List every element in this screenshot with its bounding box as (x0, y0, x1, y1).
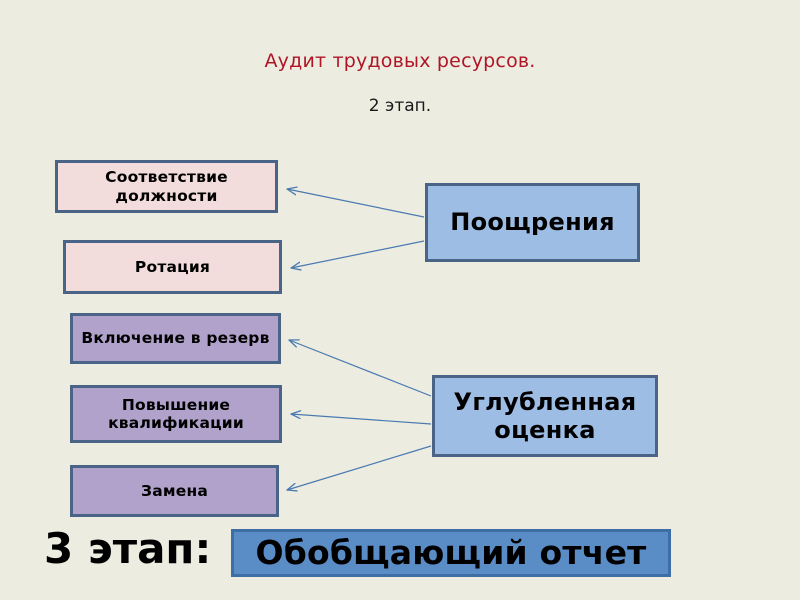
outcome-box-rezerv[interactable]: Включение в резерв (70, 313, 281, 364)
page-subtitle: 2 этап. (368, 96, 432, 116)
outcome-box-zamena[interactable]: Замена (70, 465, 279, 517)
outcome-label: Соответствие должности (105, 168, 228, 205)
decision-box-uglublennaya-ocenka[interactable]: Углубленная оценка (432, 375, 658, 457)
report-label: Обобщающий отчет (255, 532, 647, 572)
decision-label: Углубленная оценка (453, 387, 637, 444)
connector-ugl-to-zamena (287, 445, 432, 490)
outcome-label: Замена (140, 481, 209, 500)
connector-ugl-to-rezerv (289, 340, 432, 397)
outcome-label: Повышение квалификации (108, 395, 244, 432)
decision-label: Поощрения (450, 208, 615, 237)
report-box[interactable]: Обобщающий отчет (231, 529, 671, 577)
outcome-box-rotaciya[interactable]: Ротация (63, 240, 282, 294)
outcome-box-sootvetstvie[interactable]: Соответствие должности (55, 160, 278, 213)
page-title: Аудит трудовых ресурсов. (264, 50, 536, 72)
connector-poosh-to-sootv (287, 189, 425, 218)
outcome-label: Включение в резерв (81, 329, 270, 348)
outcome-label: Ротация (134, 257, 211, 276)
decision-box-pooshreniya[interactable]: Поощрения (425, 183, 640, 262)
outcome-box-kvalifikaciya[interactable]: Повышение квалификации (70, 385, 282, 443)
connector-ugl-to-kvalif (291, 414, 432, 425)
stage3-label: 3 этап: (44, 524, 212, 573)
connector-poosh-to-rotaciya (291, 240, 425, 268)
